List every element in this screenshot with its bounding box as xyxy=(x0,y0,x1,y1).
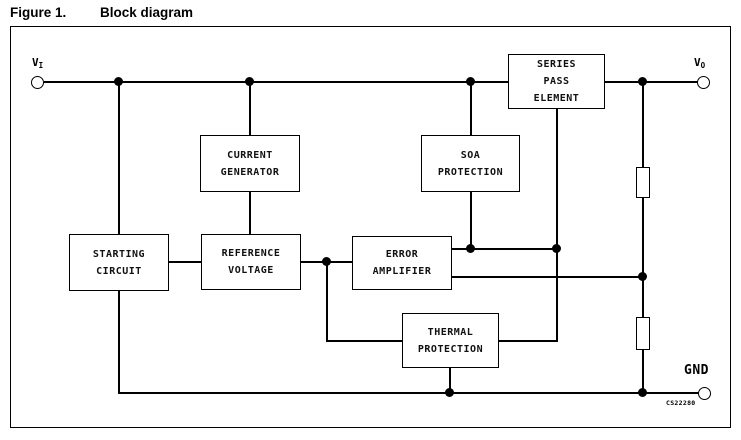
junction-dot xyxy=(466,244,475,253)
wire xyxy=(169,261,202,263)
terminal-gnd-circle xyxy=(698,387,711,400)
wire xyxy=(118,291,120,394)
junction-dot xyxy=(638,388,647,397)
wire xyxy=(642,350,644,394)
wire xyxy=(452,248,558,250)
drawing-code: CS22280 xyxy=(666,399,696,407)
wire xyxy=(642,198,644,317)
diagram-frame xyxy=(10,26,731,428)
block-starting-circuit: STARTING CIRCUIT xyxy=(69,234,169,291)
block-series-pass-element: SERIES PASS ELEMENT xyxy=(508,54,605,109)
terminal-vo-label: VO xyxy=(694,56,705,70)
junction-dot xyxy=(445,388,454,397)
junction-dot xyxy=(322,257,331,266)
junction-dot xyxy=(466,77,475,86)
terminal-vo-circle xyxy=(697,76,710,89)
wire xyxy=(119,392,699,394)
figure-heading: Figure 1. Block diagram xyxy=(10,5,731,23)
wire xyxy=(44,81,508,83)
wire xyxy=(249,192,251,234)
wire xyxy=(470,81,472,135)
block-soa-protection: SOA PROTECTION xyxy=(421,135,520,192)
vo-label-main: V xyxy=(694,56,701,69)
wire xyxy=(499,340,558,342)
vi-label-main: V xyxy=(32,56,39,69)
resistor xyxy=(636,167,650,198)
vo-label-subscript: O xyxy=(700,61,706,70)
wire xyxy=(118,81,120,234)
block-reference-voltage: REFERENCE VOLTAGE xyxy=(201,234,301,290)
figure-number: Figure 1. xyxy=(10,5,67,20)
junction-dot xyxy=(552,244,561,253)
junction-dot xyxy=(245,77,254,86)
terminal-gnd-label: GND xyxy=(684,363,709,378)
block-thermal-protection: THERMAL PROTECTION xyxy=(402,313,499,368)
terminal-vi-circle xyxy=(31,76,44,89)
block-current-generator: CURRENT GENERATOR xyxy=(200,135,300,192)
block-error-amplifier: ERROR AMPLIFIER xyxy=(352,236,452,290)
wire xyxy=(605,81,698,83)
wire xyxy=(326,340,403,342)
wire xyxy=(326,261,328,341)
vi-label-subscript: I xyxy=(38,61,44,70)
wire xyxy=(449,368,451,394)
terminal-vi-label: VI xyxy=(32,56,43,70)
junction-dot xyxy=(638,272,647,281)
wire xyxy=(249,81,251,135)
junction-dot xyxy=(114,77,123,86)
wire xyxy=(556,109,558,342)
resistor xyxy=(636,317,650,350)
wire xyxy=(642,81,644,167)
junction-dot xyxy=(638,77,647,86)
figure-title: Block diagram xyxy=(100,5,194,20)
wire xyxy=(452,276,644,278)
wire xyxy=(470,192,472,250)
